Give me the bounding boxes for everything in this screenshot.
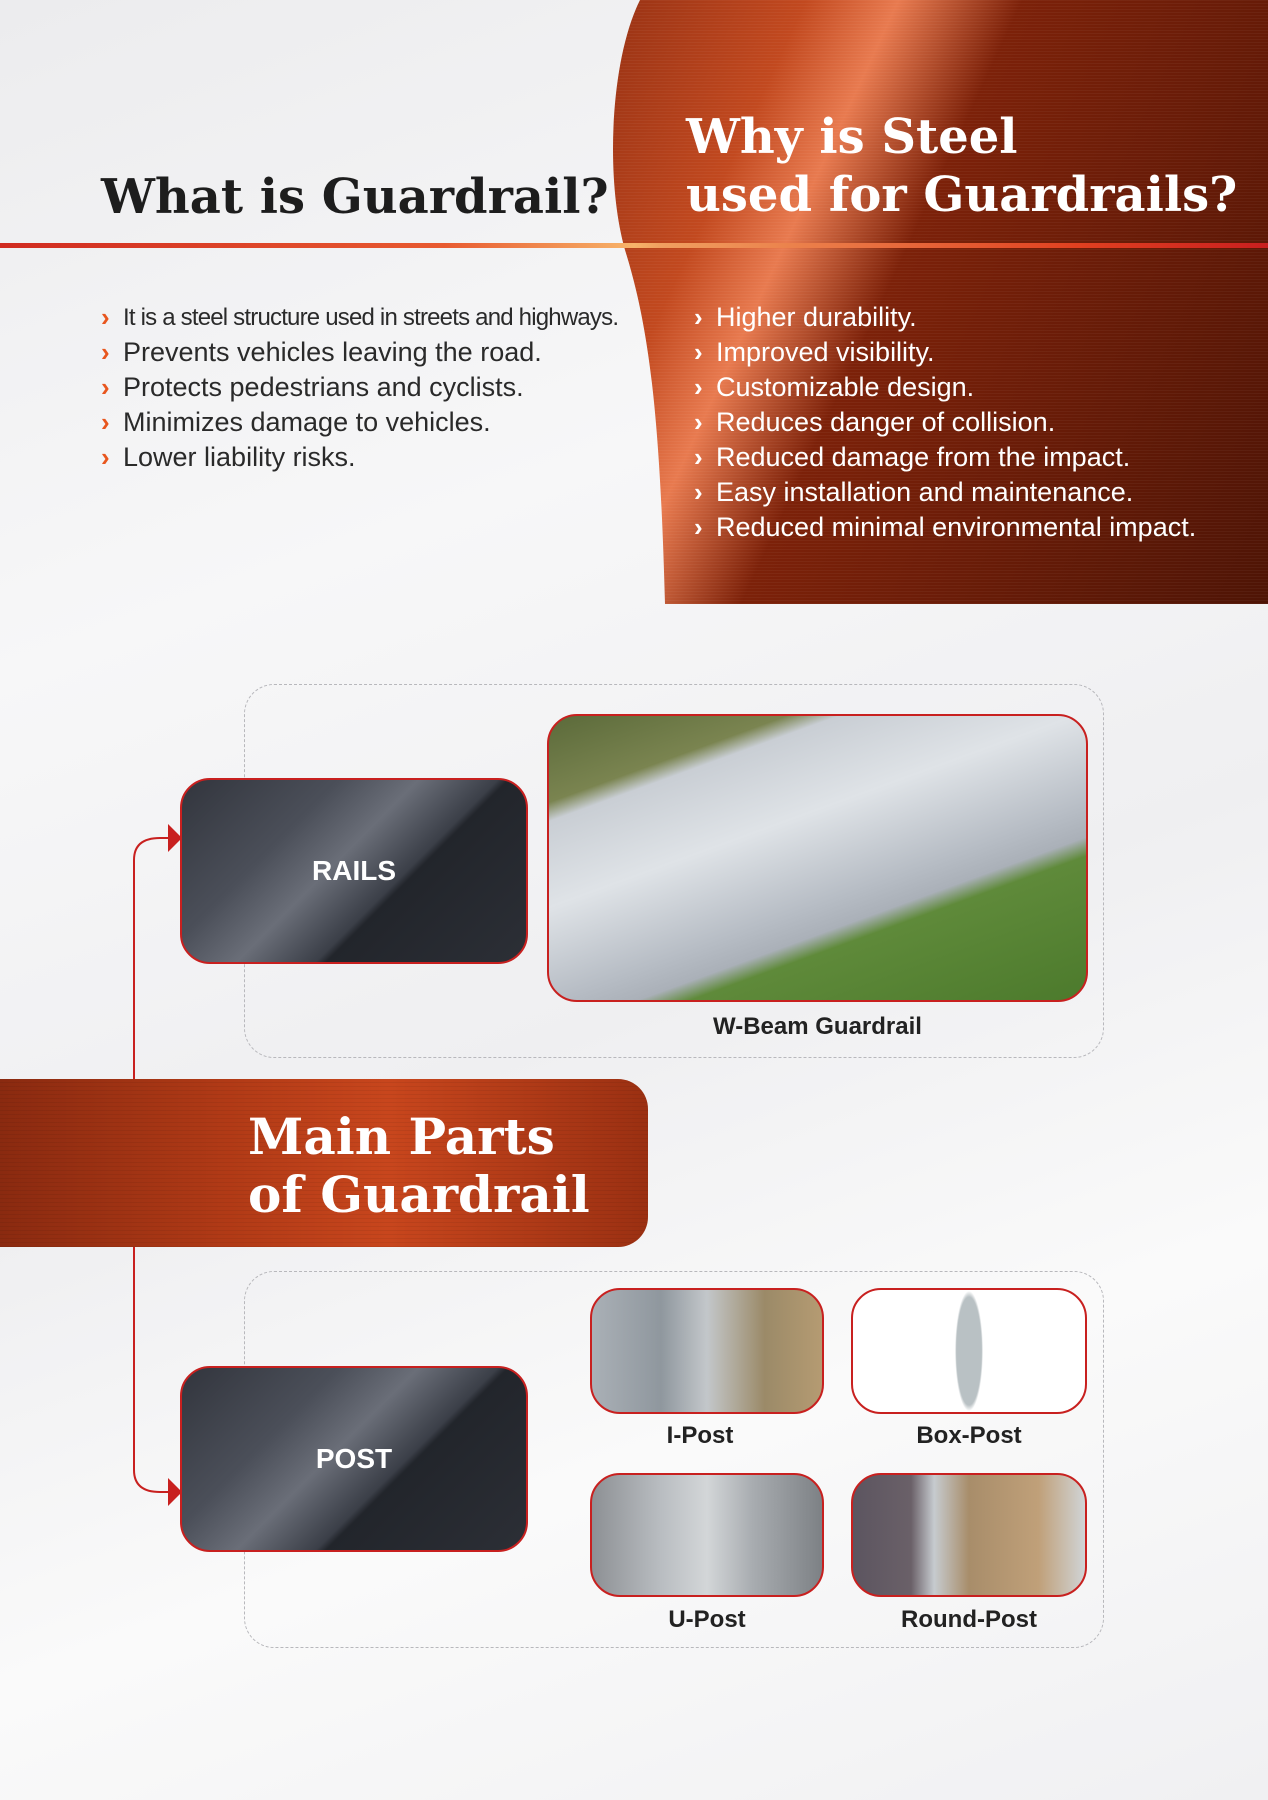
list-item: › Protects pedestrians and cyclists. xyxy=(101,370,618,405)
rails-label: RAILS xyxy=(312,855,396,886)
w-beam-guardrail-photo xyxy=(547,714,1088,1002)
list-item: › Lower liability risks. xyxy=(101,440,618,475)
guardrail-definition-list: › It is a steel structure used in streets… xyxy=(101,300,619,475)
list-item: › Improved visibility. xyxy=(694,335,1196,370)
main-parts-banner xyxy=(0,1079,648,1247)
list-item: › Prevents vehicles leaving the road. xyxy=(101,335,618,370)
list-item: › Reduces danger of collision. xyxy=(694,405,1196,440)
list-item-text: Lower liability risks. xyxy=(123,442,356,472)
list-item: › Customizable design. xyxy=(694,370,1196,405)
list-item-text: It is a steel structure used in streets … xyxy=(123,303,619,331)
chevron-right-icon: › xyxy=(101,372,110,402)
chevron-right-icon: › xyxy=(694,477,703,507)
list-item-text: Protects pedestrians and cyclists. xyxy=(123,372,524,402)
why-steel-title-line1: Why is Steel xyxy=(686,109,1018,165)
list-item-text: Reduced damage from the impact. xyxy=(716,442,1131,472)
chevron-right-icon: › xyxy=(694,442,703,472)
divider-line xyxy=(0,243,1268,248)
list-item-text: Reduced minimal environmental impact. xyxy=(716,512,1197,542)
main-parts-title: Main Parts of Guardrail xyxy=(248,1108,590,1224)
main-parts-title-line1: Main Parts xyxy=(248,1107,555,1166)
list-item-text: Improved visibility. xyxy=(716,337,935,367)
u-post-photo xyxy=(590,1473,824,1597)
list-item: › Minimizes damage to vehicles. xyxy=(101,405,618,440)
i-post-caption: I-Post xyxy=(666,1422,734,1449)
list-item: › It is a steel structure used in streets… xyxy=(101,300,619,335)
chevron-right-icon: › xyxy=(694,407,703,437)
chevron-right-icon: › xyxy=(694,372,703,402)
chevron-right-icon: › xyxy=(101,302,110,332)
chevron-right-icon: › xyxy=(101,407,110,437)
list-item-text: Higher durability. xyxy=(716,302,917,332)
list-item: › Higher durability. xyxy=(694,300,1196,335)
main-parts-title-line2: of Guardrail xyxy=(248,1165,590,1224)
list-item: › Easy installation and maintenance. xyxy=(694,475,1196,510)
w-beam-caption: W-Beam Guardrail xyxy=(713,1013,922,1040)
rails-box: RAILS xyxy=(180,778,528,964)
list-item-text: Prevents vehicles leaving the road. xyxy=(123,337,542,367)
round-post-caption: Round-Post xyxy=(901,1606,1037,1633)
what-is-guardrail-title: What is Guardrail? xyxy=(101,169,609,225)
box-post-photo xyxy=(851,1288,1087,1414)
list-item: › Reduced minimal environmental impact. xyxy=(694,510,1196,545)
chevron-right-icon: › xyxy=(694,512,703,542)
list-item-text: Customizable design. xyxy=(716,372,975,402)
box-post-caption: Box-Post xyxy=(916,1422,1022,1449)
chevron-right-icon: › xyxy=(694,337,703,367)
why-steel-title-line2: used for Guardrails? xyxy=(686,167,1238,223)
u-post-caption: U-Post xyxy=(668,1606,746,1633)
i-post-photo xyxy=(590,1288,824,1414)
chevron-right-icon: › xyxy=(101,337,110,367)
list-item-text: Reduces danger of collision. xyxy=(716,407,1056,437)
list-item: › Reduced damage from the impact. xyxy=(694,440,1196,475)
round-post-photo xyxy=(851,1473,1087,1597)
list-item-text: Minimizes damage to vehicles. xyxy=(123,407,491,437)
post-box: POST xyxy=(180,1366,528,1552)
why-steel-title: Why is Steel used for Guardrails? xyxy=(686,108,1237,224)
post-label: POST xyxy=(315,1443,393,1474)
steel-benefits-list: › Higher durability. › Improved visibility… xyxy=(694,300,1196,545)
chevron-right-icon: › xyxy=(101,442,110,472)
chevron-right-icon: › xyxy=(694,302,703,332)
list-item-text: Easy installation and maintenance. xyxy=(716,477,1134,507)
